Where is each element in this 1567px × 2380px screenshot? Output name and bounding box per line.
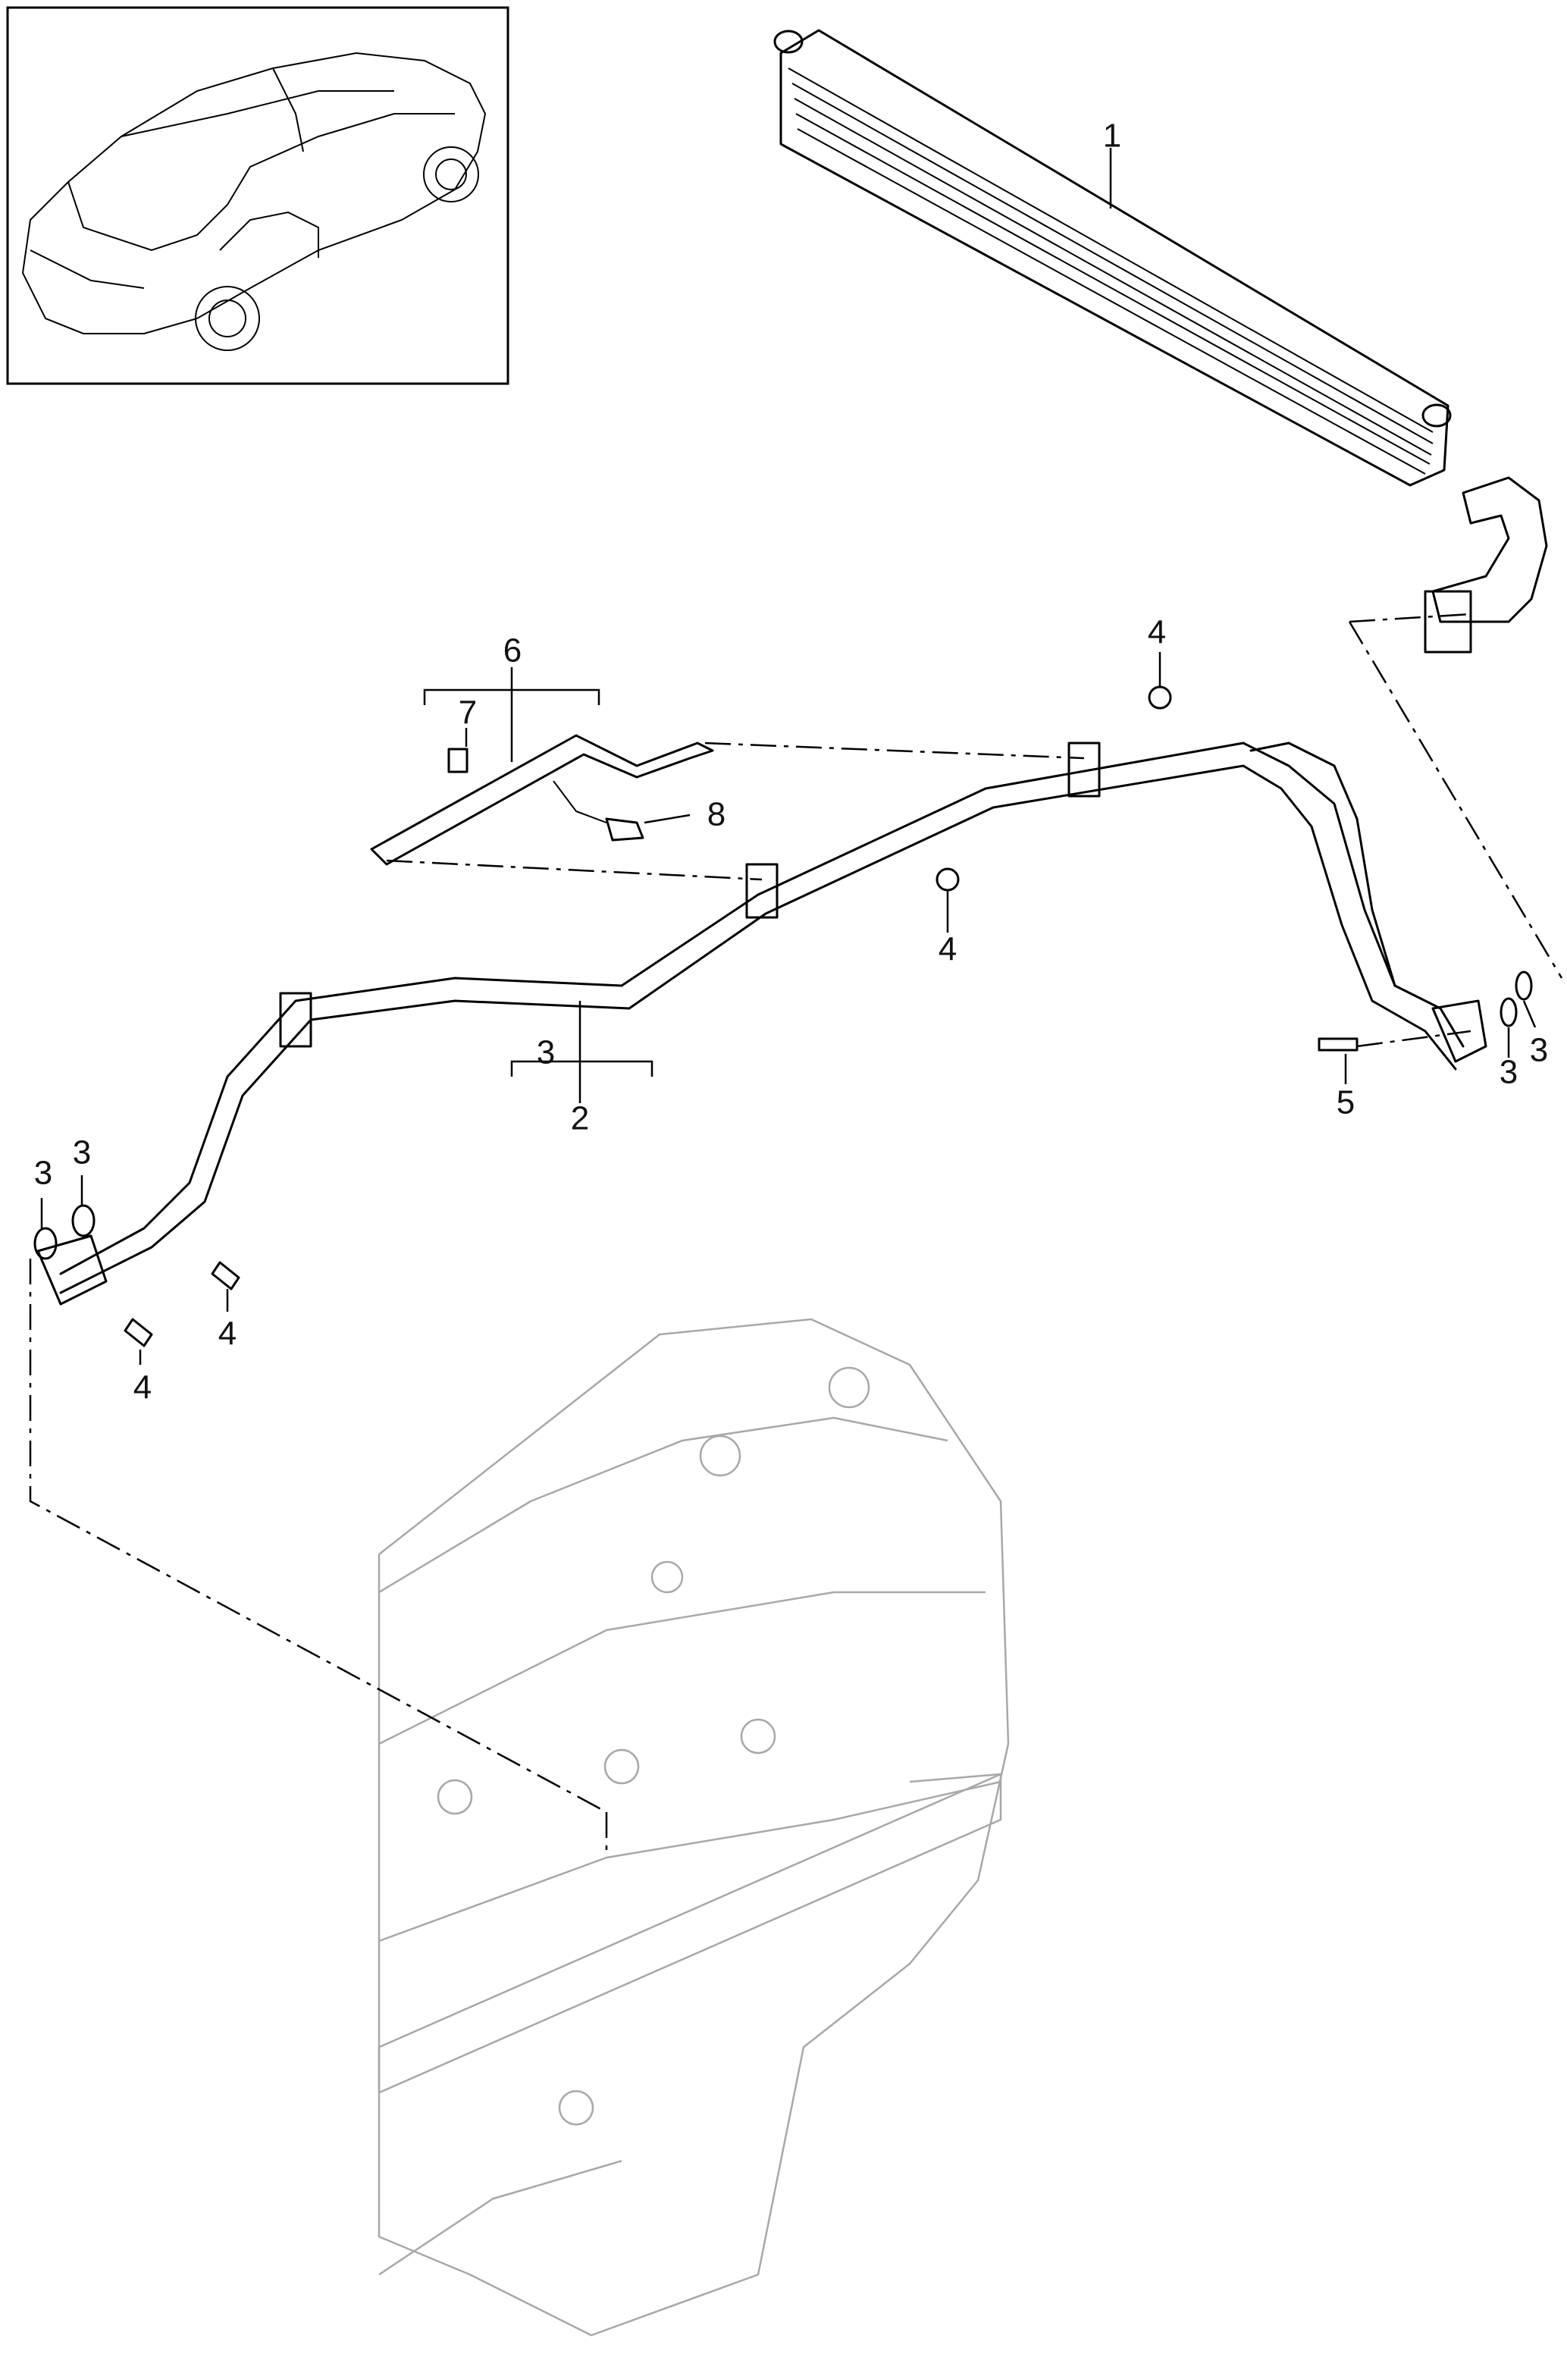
transmission-housing [378,1318,1010,2337]
callout-8: 8 [707,796,726,833]
callout-3-right-b: 3 [1500,1054,1518,1091]
vehicle-locator-inset [6,6,509,385]
bracket-assembly [370,734,714,866]
callout-labels: 1 6 7 8 4 4 3 2 5 3 3 3 3 4 4 [34,118,1548,1406]
callout-2: 2 [571,1100,589,1137]
oil-cooler [773,29,1548,654]
clip-part-7 [447,748,469,773]
callout-4-left-b: 4 [133,1369,152,1406]
leader-lines [40,148,1537,1365]
oil-line-assembly [36,742,1487,1306]
callout-3-right-a: 3 [1530,1032,1548,1069]
assembly-lines [29,613,1563,1858]
callout-4-top: 4 [1148,614,1166,651]
callout-1: 1 [1103,118,1121,155]
callout-3-left-a: 3 [34,1155,52,1192]
line-flange-left [36,1234,108,1306]
fasteners [33,685,1533,1347]
callout-6: 6 [503,632,522,669]
callout-3-left-b: 3 [73,1134,91,1171]
callout-4-left-a: 4 [218,1315,237,1353]
bolt-part-8 [605,817,644,842]
callout-4-mid: 4 [939,931,957,968]
callout-5: 5 [1337,1084,1355,1121]
callout-7: 7 [459,695,477,732]
line-flange-right [1431,999,1487,1063]
callout-3-bracket: 3 [537,1034,555,1071]
